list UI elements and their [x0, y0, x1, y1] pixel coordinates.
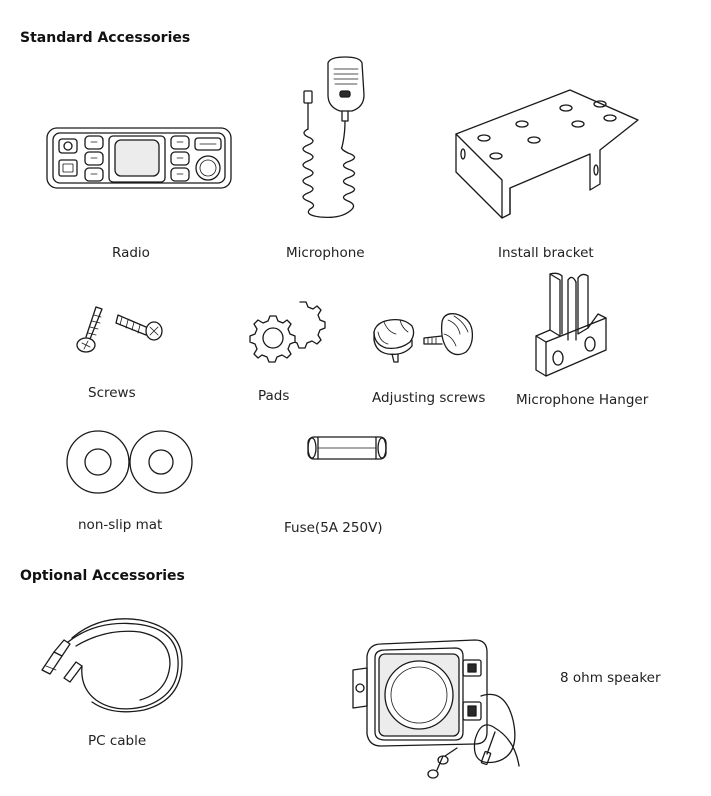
pc-cable-label: PC cable — [88, 733, 147, 749]
gear-pads-icon — [249, 301, 326, 363]
screws-label: Screws — [88, 385, 136, 401]
microphone-hanger-icon — [535, 272, 607, 377]
radio-label: Radio — [112, 245, 150, 261]
mat-label: non-slip mat — [78, 517, 163, 533]
radio-unit-icon — [46, 127, 232, 189]
mounting-bracket-icon — [455, 89, 639, 219]
bracket-label: Install bracket — [498, 245, 594, 261]
optional-accessories-heading: Optional Accessories — [20, 568, 185, 584]
screws-icon — [76, 306, 163, 353]
handheld-microphone-icon — [302, 56, 365, 219]
external-speaker-icon — [352, 639, 520, 779]
speaker-label: 8 ohm speaker — [560, 670, 661, 686]
pads-label: Pads — [258, 388, 290, 404]
non-slip-mat-icon — [66, 430, 193, 494]
fuse-icon — [307, 436, 387, 460]
hanger-label: Microphone Hanger — [516, 392, 649, 408]
microphone-label: Microphone — [286, 245, 365, 261]
usb-cable-icon — [41, 618, 183, 713]
knob-screws-icon — [373, 313, 474, 363]
fuse-label: Fuse(5A 250V) — [284, 520, 383, 536]
adjusting-screws-label: Adjusting screws — [372, 390, 486, 406]
standard-accessories-heading: Standard Accessories — [20, 30, 191, 46]
